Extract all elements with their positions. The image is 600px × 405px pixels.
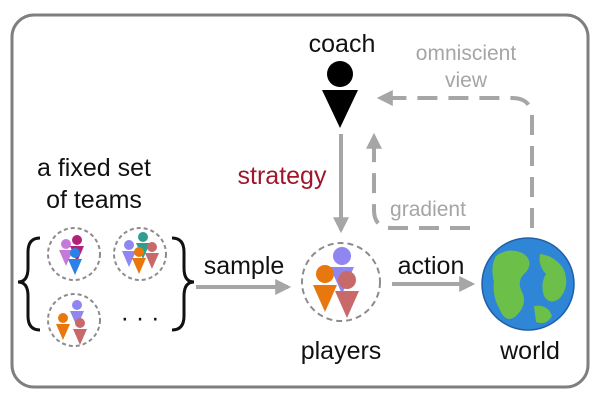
player-figure-icon <box>335 271 359 318</box>
strategy-label: strategy <box>238 162 327 190</box>
team-circle-1 <box>47 227 101 281</box>
players-group-icon <box>301 242 381 322</box>
fixed-set-label-line2: of teams <box>46 186 142 214</box>
omniscient-view-arrow <box>376 90 534 228</box>
gradient-label: gradient <box>390 198 466 221</box>
players-label: players <box>301 337 382 365</box>
omniscient-view-label-line1: omniscient <box>416 42 517 65</box>
coach-person-icon <box>322 61 358 128</box>
player-figure-icon <box>313 265 337 312</box>
sample-label: sample <box>204 252 285 280</box>
coach-label: coach <box>309 30 376 58</box>
team-circle-2 <box>113 227 167 281</box>
more-teams-ellipsis: · · · <box>121 304 160 332</box>
action-label: action <box>398 252 465 280</box>
world-label: world <box>499 337 560 365</box>
gradient-arrow <box>366 132 470 230</box>
right-curly-brace <box>171 236 195 332</box>
outer-frame <box>10 13 590 389</box>
globe-icon <box>481 237 575 331</box>
team-circle-3 <box>47 293 101 347</box>
left-curly-brace <box>17 236 41 332</box>
omniscient-view-label-line2: view <box>445 69 488 92</box>
fixed-set-label-line1: a fixed set <box>37 154 151 182</box>
